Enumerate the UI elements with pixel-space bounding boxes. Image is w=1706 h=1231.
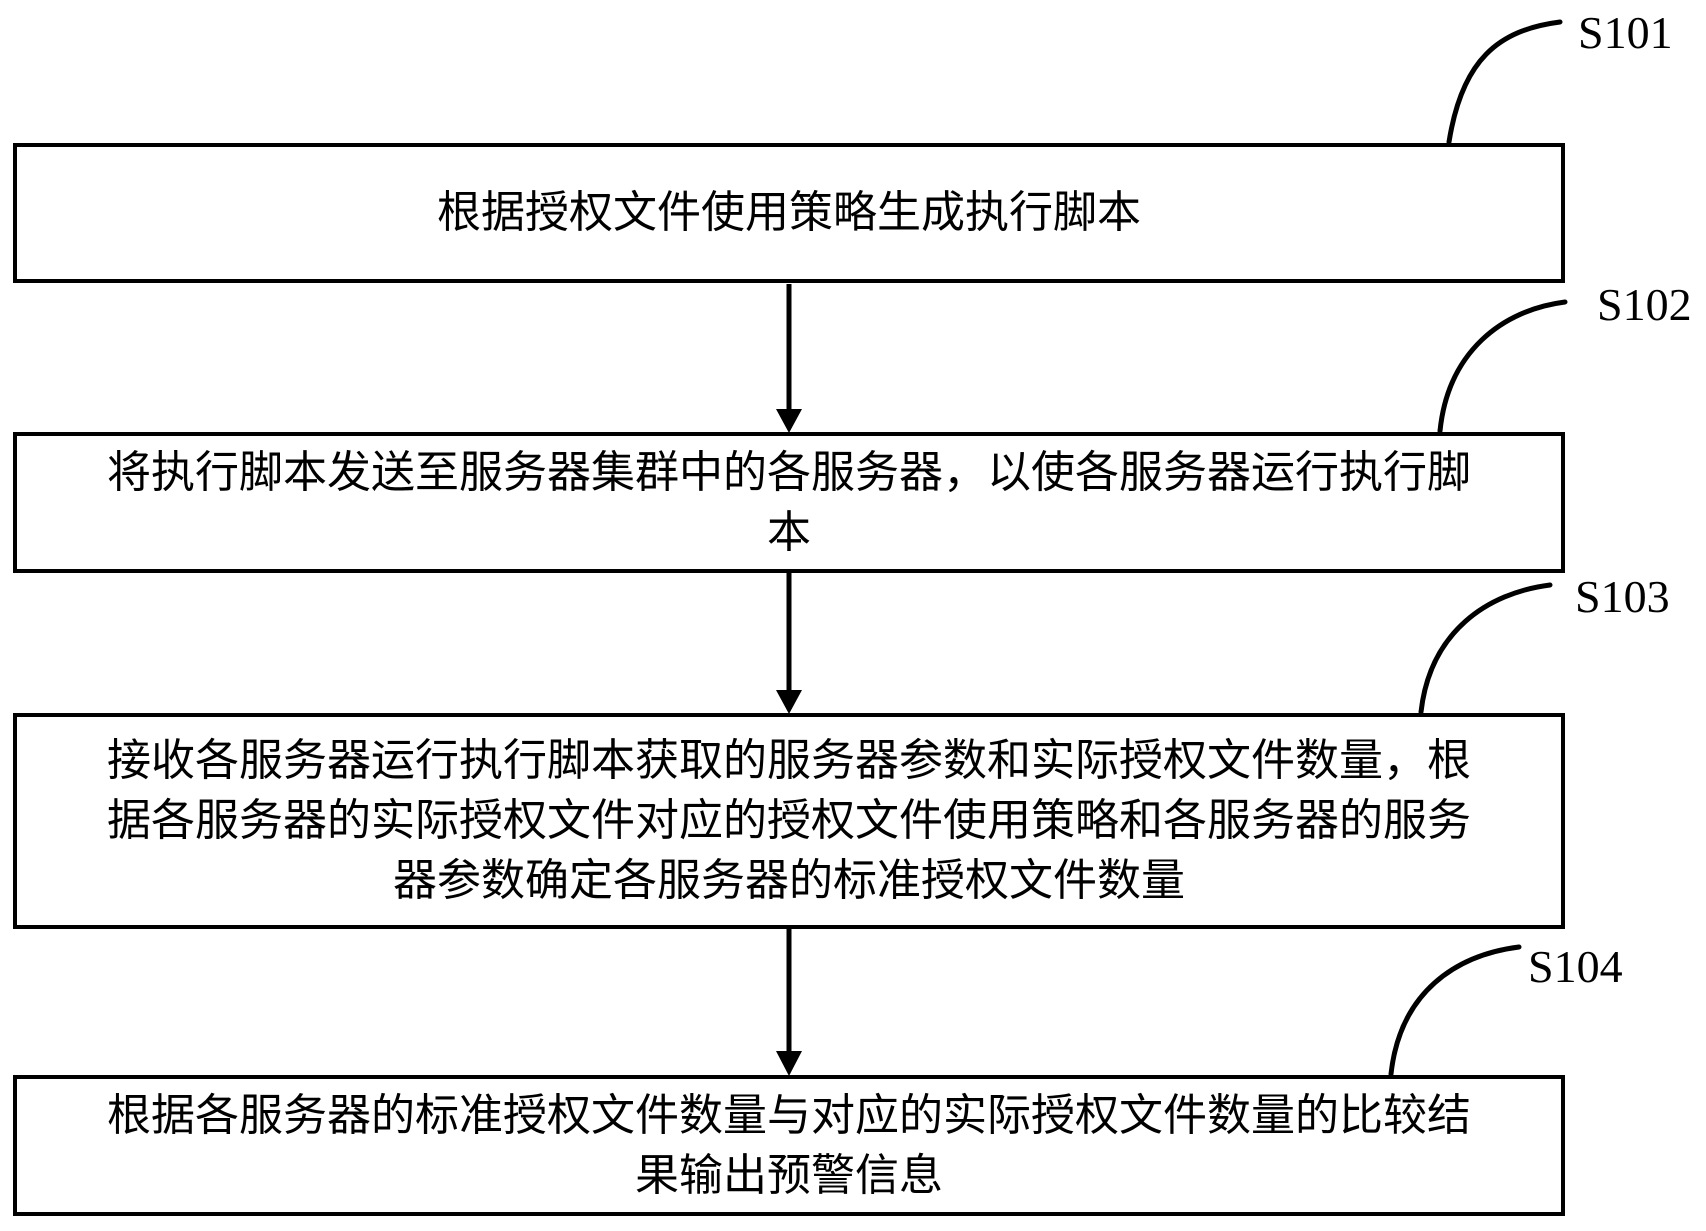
leader-line-s103 [1418, 582, 1553, 715]
step-text-line: 据各服务器的实际授权文件对应的授权文件使用策略和各服务器的服务 [107, 796, 1471, 845]
leader-line-s101 [1446, 19, 1563, 145]
step-box-s102: 将执行脚本发送至服务器集群中的各服务器，以使各服务器运行执行脚 本 [13, 432, 1565, 573]
step-label-s103: S103 [1575, 571, 1670, 622]
step-text-line: 器参数确定各服务器的标准授权文件数量 [393, 856, 1185, 905]
flow-arrow-1 [776, 284, 802, 433]
flow-arrow-2 [776, 573, 802, 714]
leader-line-s102 [1437, 299, 1568, 434]
step-text-line: 将执行脚本发送至服务器集群中的各服务器，以使各服务器运行执行脚 [107, 447, 1471, 497]
step-box-s103: 接收各服务器运行执行脚本获取的服务器参数和实际授权文件数量，根 据各服务器的实际… [13, 713, 1565, 929]
step-text-line: 接收各服务器运行执行脚本获取的服务器参数和实际授权文件数量，根 [107, 736, 1471, 785]
step-box-s104: 根据各服务器的标准授权文件数量与对应的实际授权文件数量的比较结 果输出预警信息 [13, 1075, 1565, 1216]
step-text-line: 本 [767, 507, 811, 557]
step-text-line: 根据各服务器的标准授权文件数量与对应的实际授权文件数量的比较结 [107, 1090, 1471, 1140]
leader-line-s104 [1388, 944, 1522, 1077]
step-label-s104: S104 [1528, 941, 1623, 992]
step-text-line: 根据授权文件使用策略生成执行脚本 [437, 188, 1141, 237]
step-text-line: 果输出预警信息 [635, 1150, 943, 1200]
step-label-s101: S101 [1578, 7, 1673, 58]
flow-arrow-3 [776, 929, 802, 1076]
step-label-s102: S102 [1597, 279, 1692, 330]
step-box-s101: 根据授权文件使用策略生成执行脚本 [13, 143, 1565, 283]
